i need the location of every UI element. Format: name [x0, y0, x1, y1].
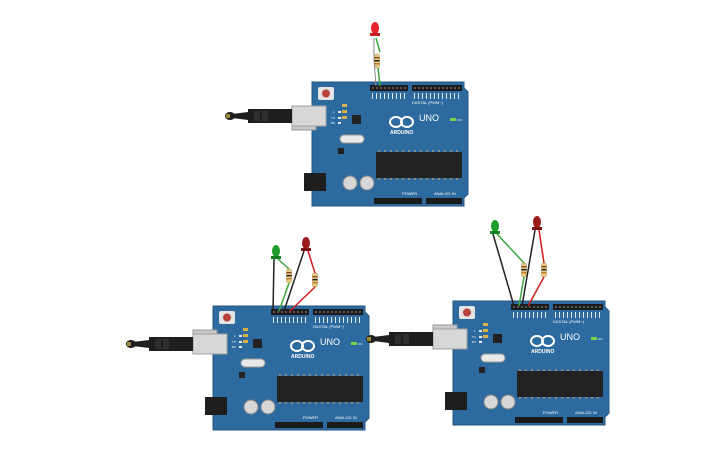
power-label: POWER	[303, 415, 318, 420]
on-label: ON	[358, 342, 363, 346]
uno-label: UNO	[419, 113, 439, 123]
arduino-board-left[interactable]: UNO ARDUINO DIGITAL (PWM~) POWER ANALOG …	[192, 305, 370, 431]
resistor-right-2	[541, 262, 547, 278]
led-green-left[interactable]	[271, 245, 281, 259]
power-label: POWER	[402, 191, 417, 196]
led-darkred-right[interactable]	[532, 216, 542, 230]
wire-top-green	[377, 67, 381, 87]
uno-label: UNO	[320, 337, 340, 347]
usb-cable-left[interactable]	[125, 333, 228, 355]
rx-label: RX	[331, 121, 335, 125]
brand-label: ARDUINO	[531, 349, 554, 355]
digital-label: DIGITAL (PWM~)	[313, 324, 345, 329]
digital-label: DIGITAL (PWM~)	[553, 319, 585, 324]
rx-label: RX	[232, 345, 236, 349]
brand-label: ARDUINO	[291, 354, 314, 360]
power-label: POWER	[543, 410, 558, 415]
arduino-board-right[interactable]: UNO ARDUINO DIGITAL (PWM~) POWER ANALOG …	[432, 300, 610, 426]
digital-label: DIGITAL (PWM~)	[412, 100, 444, 105]
usb-cable-right[interactable]	[365, 328, 468, 350]
arduino-board-top[interactable]: UNO ARDUINO DIGITAL (PWM~) POWER ANALOG …	[291, 81, 469, 207]
tx-label: TX	[232, 340, 236, 344]
on-label: ON	[457, 118, 462, 122]
on-label: ON	[598, 337, 603, 341]
tx-label: TX	[331, 116, 335, 120]
led-red-top[interactable]	[370, 22, 381, 60]
led-green-right[interactable]	[490, 220, 500, 234]
analog-label: ANALOG IN	[434, 191, 456, 196]
analog-label: ANALOG IN	[335, 415, 357, 420]
analog-label: ANALOG IN	[575, 410, 597, 415]
usb-cable-top[interactable]	[224, 105, 327, 127]
l-label: L	[234, 334, 236, 338]
wires-left	[272, 250, 316, 312]
resistor-top	[374, 53, 380, 69]
wire-top-gray	[373, 59, 377, 87]
uno-label: UNO	[560, 332, 580, 342]
l-label: L	[474, 329, 476, 333]
wires-right	[492, 229, 545, 307]
resistor-right-1	[521, 262, 527, 278]
tx-label: TX	[472, 335, 476, 339]
rx-label: RX	[472, 340, 476, 344]
led-darkred-left[interactable]	[301, 237, 311, 251]
l-label: L	[333, 110, 335, 114]
resistor-left-1	[286, 268, 292, 284]
resistor-left-2	[312, 272, 318, 288]
brand-label: ARDUINO	[390, 130, 413, 136]
